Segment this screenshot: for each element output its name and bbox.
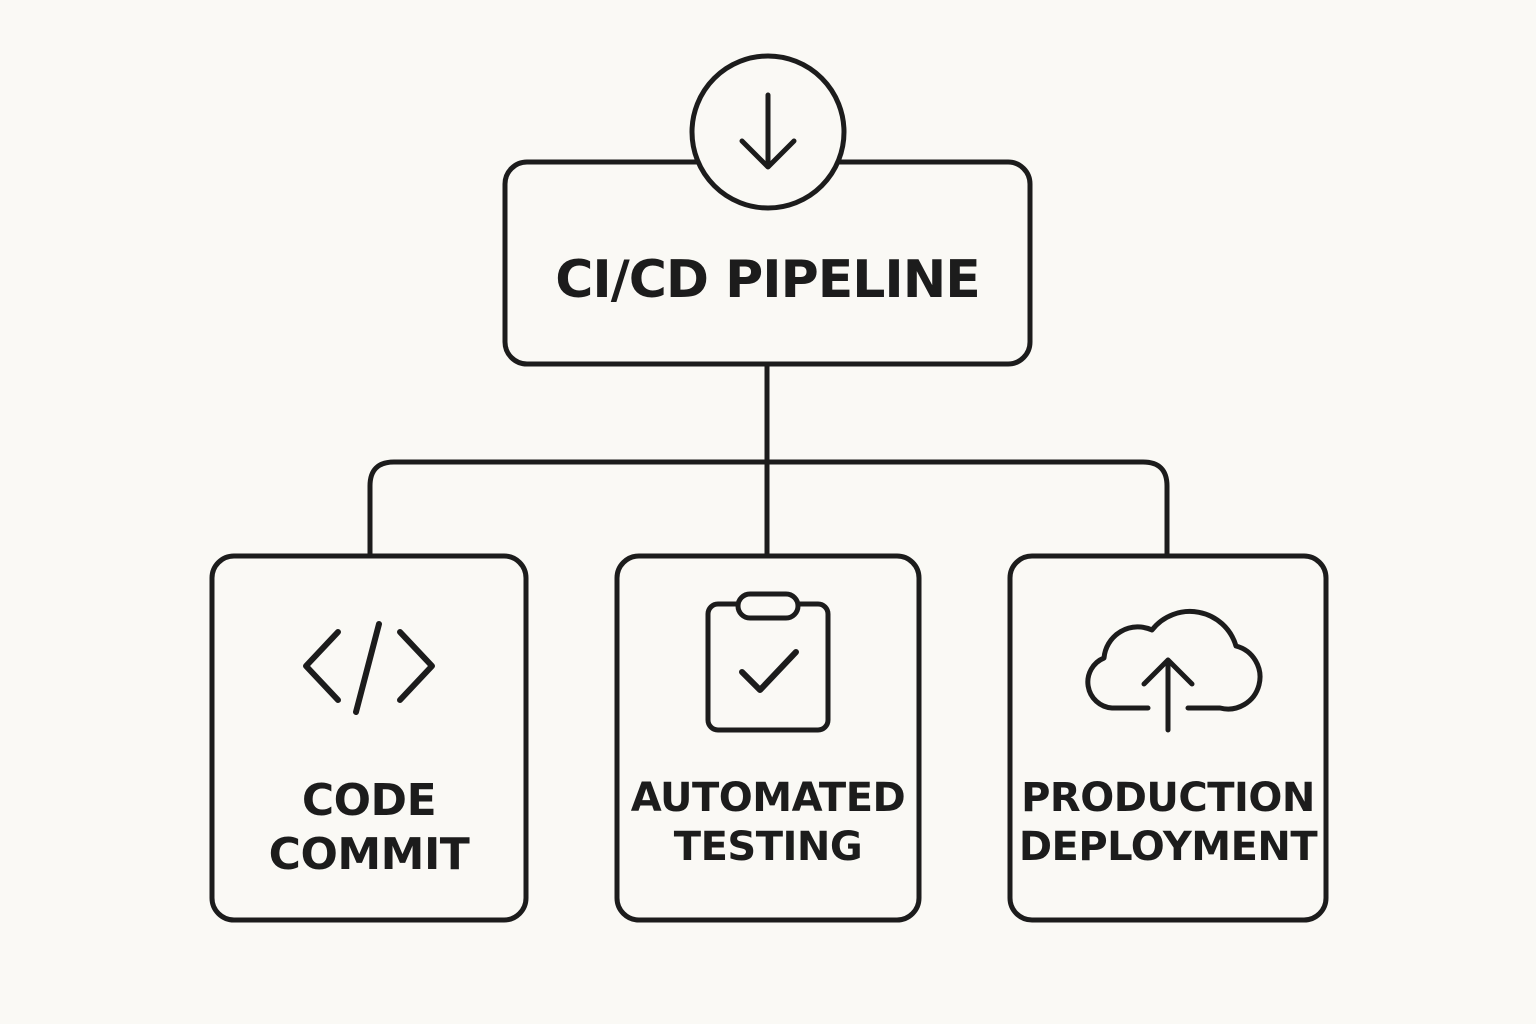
stage-label-line1: AUTOMATED	[630, 775, 906, 821]
stage-label-line2: DEPLOYMENT	[1018, 823, 1318, 870]
stage-label-line1: PRODUCTION	[1021, 775, 1315, 821]
branch-connector	[367, 459, 1170, 557]
stage-label-line2: TESTING	[673, 823, 863, 870]
stage-label-line2: COMMIT	[268, 828, 470, 880]
connector-lines	[367, 363, 1170, 557]
cloud-upload-icon	[1085, 608, 1263, 733]
stage-box-automated-testing	[614, 553, 922, 923]
stage-label-line1: CODE	[301, 775, 437, 826]
stage-label-automated-testing: AUTOMATED TESTING	[617, 774, 919, 872]
stage-box-code-commit	[209, 553, 529, 923]
root-title: CI/CD PIPELINE	[555, 250, 981, 310]
code-brackets-icon	[303, 621, 435, 715]
stage-box-production-deployment	[1007, 553, 1329, 923]
stage-label-production-deployment: PRODUCTION DEPLOYMENT	[1010, 774, 1326, 872]
arrow-down-circle-icon	[689, 53, 847, 211]
stage-label-code-commit: CODE COMMIT	[212, 774, 526, 881]
clipboard-check-icon	[705, 591, 831, 733]
